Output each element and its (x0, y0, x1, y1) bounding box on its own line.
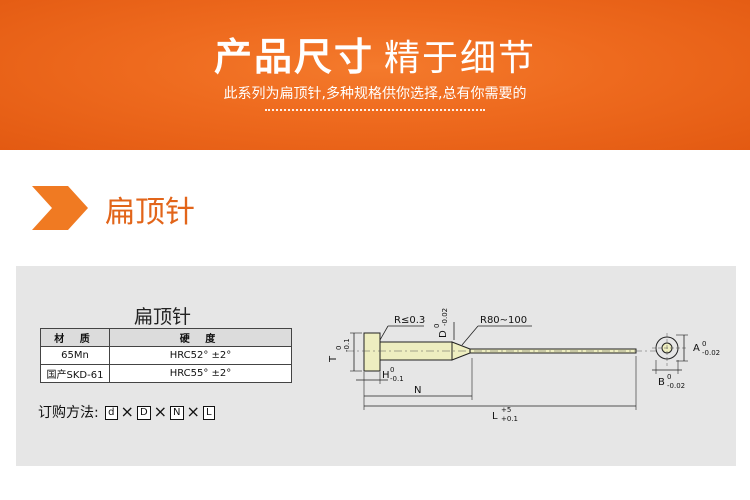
table-row: 国产SKD-61 HRC55° ±2° (40, 364, 292, 383)
material-hardness-table: 材 质 硬 度 65Mn HRC52° ±2° 国产SKD-61 HRC55° … (40, 328, 292, 383)
order-separator: × (153, 402, 168, 421)
order-code-L: L (202, 406, 215, 420)
table-header-row: 材 质 硬 度 (40, 328, 292, 347)
label-b-tol-lower: -0.02 (667, 382, 685, 390)
label-a-tol-lower: -0.02 (702, 349, 720, 357)
table-row: 65Mn HRC52° ±2° (40, 346, 292, 365)
cell-hardness: HRC52° ±2° (109, 346, 292, 365)
header-banner: 产品尺寸精于细节 此系列为扁顶针,多种规格供你选择,总有你需要的 (0, 0, 750, 150)
label-d-tol-lower: -0.02 (441, 308, 449, 326)
order-code-D: D (136, 406, 151, 420)
header-hardness: 硬 度 (109, 328, 292, 347)
label-b-tol-upper: 0 (667, 373, 671, 381)
order-method: 订购方法: d×D×N×L (38, 402, 217, 422)
header-material: 材 质 (40, 328, 110, 347)
banner-title: 产品尺寸精于细节 (0, 26, 750, 81)
label-l-tol-upper: +5 (501, 406, 511, 414)
diagram-title: 扁顶针 (134, 306, 192, 328)
banner-title-light: 精于细节 (384, 38, 537, 79)
label-d-tol-upper: 0 (433, 324, 441, 328)
label-l: L (492, 411, 498, 422)
pin-head (363, 332, 381, 372)
banner-subtitle: 此系列为扁顶针,多种规格供你选择,总有你需要的 (223, 86, 527, 102)
cell-hardness: HRC55° ±2° (109, 364, 292, 383)
banner-title-bold: 产品尺寸 (213, 35, 374, 79)
order-separator: × (186, 402, 200, 421)
label-n: N (414, 385, 421, 396)
pin-drawing: R≤0.3 R80~100 D 0 -0.02 T 0 -0.1 H 0 -0.… (328, 308, 720, 423)
order-separator: × (120, 402, 134, 421)
label-b: B (658, 377, 665, 388)
label-h-tol-upper: 0 (390, 366, 394, 374)
label-h: H (382, 370, 390, 381)
section-title: 扁顶针 (105, 195, 195, 230)
label-a-tol-upper: 0 (702, 340, 706, 348)
banner-dotted-divider (265, 109, 485, 111)
label-t-tol-upper: 0 (335, 346, 343, 350)
order-label: 订购方法: (38, 405, 99, 421)
label-t-tol-lower: -0.1 (343, 338, 351, 352)
order-code-N: N (170, 406, 184, 420)
label-h-tol-lower: -0.1 (390, 375, 404, 383)
label-a: A (693, 343, 700, 354)
label-l-tol-lower: +0.1 (501, 415, 518, 423)
order-code-d: d (105, 406, 118, 420)
technical-diagram: 扁顶针 材 质 硬 度 65Mn HRC52° ±2° 国产SKD-61 HRC… (16, 266, 736, 466)
label-d: D (438, 330, 449, 338)
label-r-small: R≤0.3 (394, 315, 425, 326)
section-arrow-icon (32, 186, 88, 230)
label-t: T (328, 355, 339, 363)
cell-material: 国产SKD-61 (40, 364, 110, 383)
label-r-large: R80~100 (480, 315, 527, 326)
